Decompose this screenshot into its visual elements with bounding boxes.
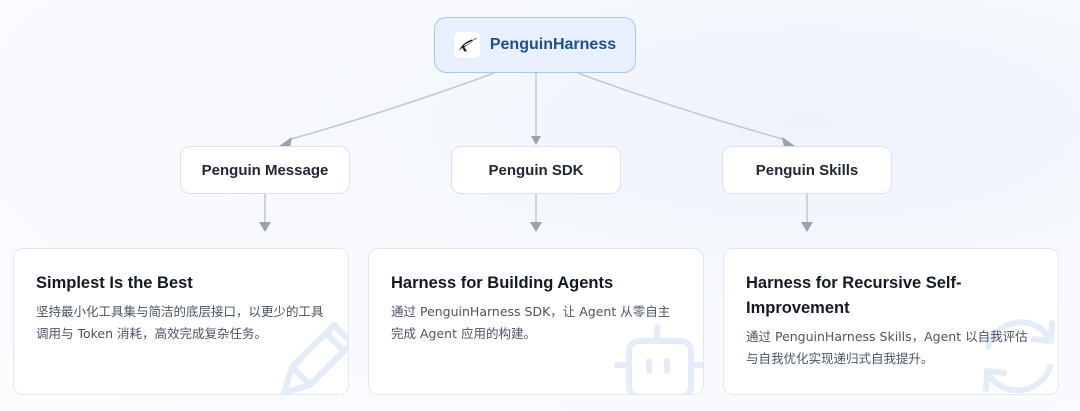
connector-root-to-message <box>287 72 495 141</box>
arrowhead-skills <box>782 137 795 147</box>
card-description: 坚持最小化工具集与简洁的底层接口，以更少的工具调用与 Token 消耗，高效完成… <box>36 304 324 341</box>
branch-label: Penguin SDK <box>488 161 584 179</box>
root-node[interactable]: PenguinHarness <box>434 17 636 73</box>
card-description: 通过 PenguinHarness SDK，让 Agent 从零自主完成 Age… <box>391 304 671 341</box>
branch-label: Penguin Skills <box>755 161 859 179</box>
penguin-logo-icon <box>453 32 480 58</box>
arrowhead-card-1 <box>259 222 271 232</box>
root-title: PenguinHarness <box>489 36 617 53</box>
branch-penguin-skills[interactable]: Penguin Skills <box>722 146 892 194</box>
branch-penguin-sdk[interactable]: Penguin SDK <box>451 146 621 194</box>
arrowhead-card-3 <box>801 222 813 232</box>
card-title: Simplest Is the Best <box>36 274 193 292</box>
pencil-icon <box>281 322 348 394</box>
branch-penguin-message[interactable]: Penguin Message <box>180 146 350 194</box>
card-simplest: Simplest Is the Best 坚持最小化工具集与简洁的底层接口，以更… <box>13 248 349 395</box>
card-title: Harness for Building Agents <box>391 274 614 292</box>
connector-root-to-skills <box>577 72 787 141</box>
card-title: Harness for Recursive Self-Improvement <box>746 274 962 317</box>
arrowhead-sdk <box>531 136 541 145</box>
robot-icon <box>614 324 703 394</box>
refresh-icon <box>983 319 1055 394</box>
arrowhead-message <box>279 137 292 147</box>
card-building-agents: Harness for Building Agents 通过 PenguinHa… <box>368 248 704 395</box>
card-description: 通过 PenguinHarness Skills，Agent 以自我评估与自我优… <box>746 329 1028 366</box>
branch-label: Penguin Message <box>201 161 329 179</box>
card-self-improvement: Harness for Recursive Self-Improvement 通… <box>723 248 1059 395</box>
arrowhead-card-2 <box>530 222 542 232</box>
